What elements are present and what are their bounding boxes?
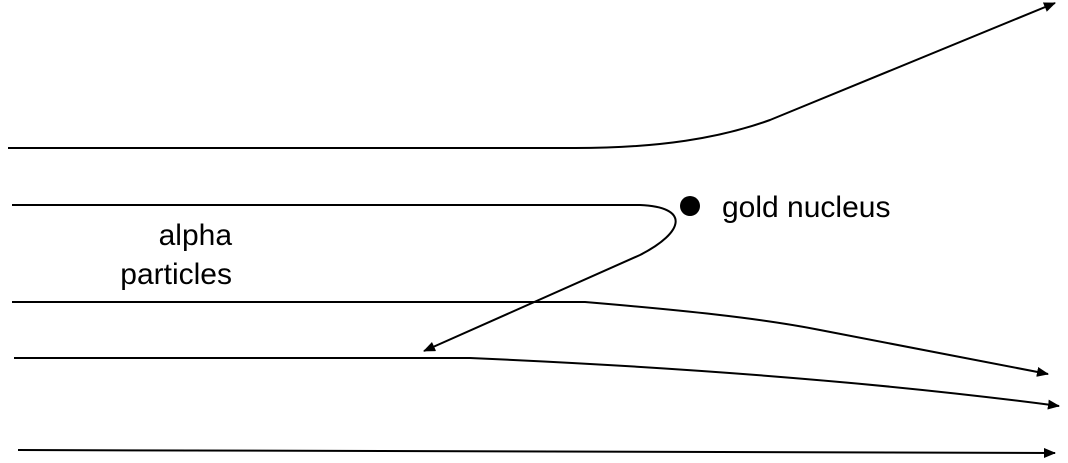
alpha-path-backscattered xyxy=(12,204,677,352)
alpha-path-undeflected xyxy=(17,447,1056,458)
alpha-path-deflected-up xyxy=(8,2,1056,149)
gold-nucleus-dot xyxy=(680,196,700,216)
alpha-particles-label-line2: particles xyxy=(120,258,232,291)
alpha-path-deflected-down xyxy=(12,301,1049,377)
gold-nucleus-label: gold nucleus xyxy=(722,191,890,224)
alpha-particles-label-line1: alpha xyxy=(159,219,233,252)
alpha-path-slightly-deflected xyxy=(14,357,1060,410)
